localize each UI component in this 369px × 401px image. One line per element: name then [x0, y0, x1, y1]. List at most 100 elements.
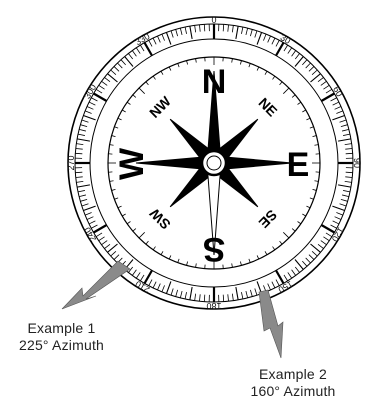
degree-tick [190, 26, 192, 39]
degree-tick [288, 48, 292, 54]
degree-tick [79, 129, 86, 131]
degree-label-120: 120 [330, 225, 346, 243]
degree-tick [128, 53, 132, 59]
degree-label-210: 210 [133, 279, 151, 295]
degree-tick [104, 77, 110, 81]
degree-tick [276, 40, 279, 46]
degree-tick [140, 275, 144, 281]
rose-tick [280, 241, 283, 244]
degree-tick [295, 267, 299, 273]
rose-tick [114, 127, 118, 128]
degree-tick [332, 115, 344, 119]
degree-tick [323, 85, 329, 89]
rose-tick [314, 181, 318, 182]
degree-tick [78, 190, 85, 191]
cardinal-south: S [203, 230, 226, 268]
rose-tick [114, 198, 118, 199]
degree-tick [96, 233, 102, 237]
degree-tick [157, 36, 160, 42]
degree-tick [312, 251, 317, 256]
rose-tick [232, 59, 233, 63]
intercardinal-northwest: NW [146, 93, 174, 121]
example-2-caption: Example 2 160° Azimuth [228, 366, 358, 400]
degree-tick [82, 120, 89, 122]
degree-tick [284, 275, 288, 281]
degree-label-60: 60 [331, 85, 345, 99]
rose-tick [178, 63, 179, 67]
degree-tick [87, 106, 93, 109]
rose-tick [283, 232, 289, 238]
rose-tick [153, 247, 155, 250]
degree-tick [111, 70, 116, 75]
intercardinal-southwest: SW [146, 205, 174, 233]
degree-tick [79, 195, 86, 197]
degree-tick [104, 244, 110, 248]
degree-tick [180, 291, 182, 298]
degree-tick [335, 217, 341, 220]
degree-tick [153, 282, 156, 288]
degree-tick [333, 221, 339, 224]
degree-tick [87, 217, 93, 220]
degree-tick [166, 32, 170, 44]
degree-tick [312, 70, 317, 75]
degree-label-0: 0 [211, 15, 216, 25]
rose-tick [133, 95, 136, 98]
degree-tick [246, 291, 248, 298]
degree-tick [276, 280, 279, 286]
degree-tick [149, 280, 152, 286]
degree-tick [102, 241, 108, 245]
degree-tick [114, 66, 119, 71]
rose-tick [292, 95, 295, 98]
degree-tick [306, 258, 311, 263]
degree-tick [241, 27, 242, 34]
rose-tick [153, 76, 155, 79]
example-1-azimuth: 225° Azimuth [4, 337, 119, 354]
degree-tick [326, 89, 332, 93]
degree-tick [302, 261, 307, 266]
degree-tick [190, 287, 192, 300]
rose-tick [310, 198, 314, 199]
cardinal-north: N [202, 63, 227, 101]
degree-label-30: 30 [279, 32, 293, 46]
degree-tick [232, 294, 233, 301]
degree-tick [176, 29, 178, 36]
degree-tick [236, 26, 238, 39]
degree-tick [338, 185, 351, 187]
degree-tick [85, 212, 91, 215]
degree-tick [76, 181, 83, 182]
degree-tick [114, 255, 119, 260]
degree-tick [241, 292, 242, 299]
rose-tick [240, 262, 241, 266]
degree-tick [162, 285, 165, 291]
degree-tick [77, 139, 90, 141]
degree-tick [76, 177, 83, 178]
degree-tick [342, 129, 349, 131]
rose-tick [187, 61, 188, 65]
degree-label-270: 270 [66, 155, 76, 170]
rose-tick [169, 67, 171, 71]
rose-tick [273, 76, 275, 79]
rose-tick [313, 189, 317, 190]
degree-tick [345, 144, 352, 145]
degree-tick [132, 51, 136, 57]
compass-center-hub [202, 151, 226, 175]
rose-tick [112, 189, 116, 190]
degree-tick [85, 111, 91, 114]
cardinal-west: W [113, 147, 151, 180]
rose-tick [265, 251, 267, 254]
rose-tick [265, 71, 267, 74]
degree-tick [345, 181, 352, 182]
degree-tick [228, 25, 229, 32]
degree-tick [340, 120, 347, 122]
rose-tick [306, 118, 310, 120]
degree-tick [255, 31, 257, 38]
degree-tick [323, 237, 329, 241]
degree-label-90: 90 [352, 158, 362, 168]
degree-tick [338, 139, 351, 141]
degree-label-150: 150 [276, 279, 294, 295]
degree-label-240: 240 [82, 225, 98, 243]
rose-tick [283, 88, 289, 94]
degree-tick [321, 81, 327, 85]
degree-tick [162, 34, 165, 40]
degree-tick [199, 294, 200, 301]
